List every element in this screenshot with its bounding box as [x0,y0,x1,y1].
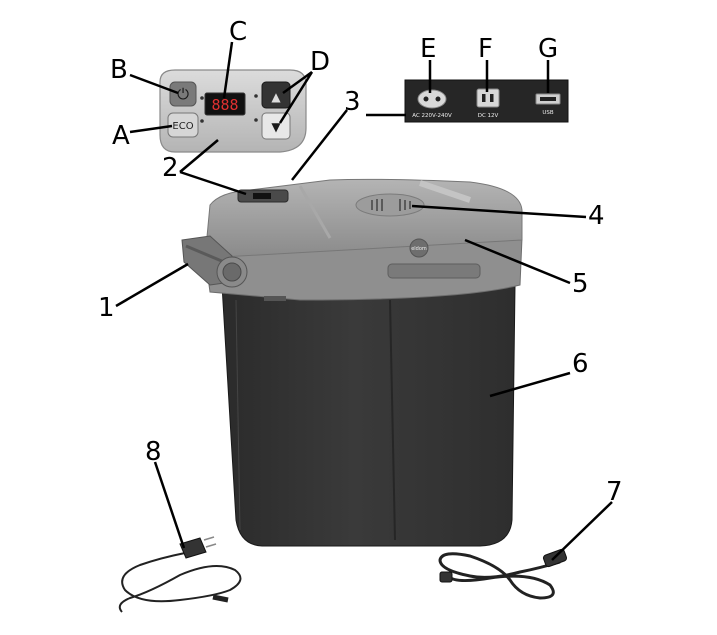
ac-label: AC 220V-240V [412,113,452,119]
callout-A: A [112,121,130,151]
display-digits: 888 [211,96,238,114]
brand-text: eldom [411,246,427,252]
carry-handle [181,235,248,288]
mains-plug [179,536,217,559]
dc-socket: DC 12V [476,88,500,119]
dc-label: DC 12V [478,113,499,119]
ac-socket: AC 220V-240V [412,89,452,119]
down-arrow-icon: ▼ [271,120,281,134]
callout-3: 3 [344,87,361,117]
callout-F: F [478,34,493,64]
leader-lines [115,41,613,561]
callout-8: 8 [145,437,162,467]
up-button[interactable] [261,81,291,109]
callout-G: G [538,34,558,64]
callout-4: 4 [588,201,605,231]
eco-button[interactable] [167,112,199,138]
ac-mains-cable [118,536,242,613]
callout-E: E [420,34,436,64]
callout-5: 5 [572,269,589,299]
callout-1: 1 [98,293,115,323]
brand-badge [409,238,429,258]
callout-7: 7 [606,477,623,507]
eco-label: ECO [172,121,193,132]
callout-C: C [229,17,247,47]
callout-D: D [310,47,330,77]
power-icon: ⏻ [177,85,189,103]
usb-socket: USB [535,93,561,116]
vent-grille [355,193,425,217]
callout-2: 2 [162,153,179,183]
callout-labels: A B C D E F G 1 2 3 4 5 6 7 8 [98,17,623,507]
callout-6: 6 [572,349,589,379]
cooler-body [221,284,516,547]
up-arrow-icon: ▲ [271,90,281,104]
control-panel-inset: ⏻ ECO 888 ▲ ▼ [159,69,307,153]
usb-label: USB [542,110,554,116]
lid: eldom [204,178,523,259]
callout-B: B [110,55,128,85]
dc-car-cable [438,548,568,600]
power-button[interactable] [169,81,197,107]
